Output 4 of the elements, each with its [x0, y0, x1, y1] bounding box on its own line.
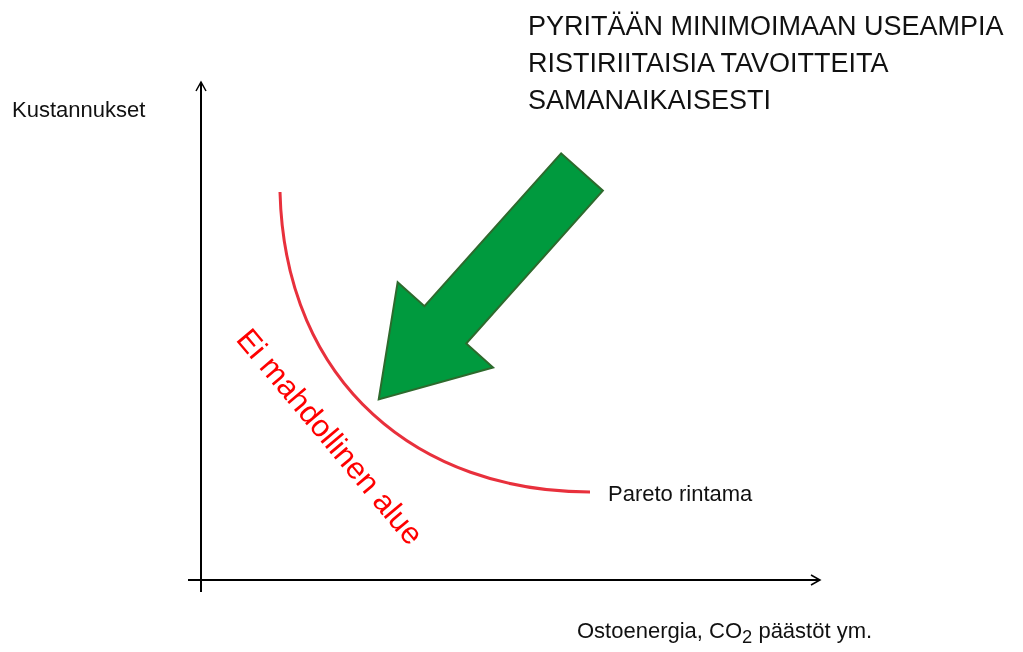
axis-label: Ostoenergia, CO$_{2}$ päästöt ym.	[577, 618, 873, 649]
heading-note: PYRITÄÄN MINIMOIMAAN USEAMPIA RISTIRIITAISIA TAVOITTEITA SAMANAIKAISESTI	[528, 10, 1004, 117]
axis-label: Kustannukset	[12, 97, 146, 124]
curve-label: Pareto rintama	[608, 481, 753, 508]
